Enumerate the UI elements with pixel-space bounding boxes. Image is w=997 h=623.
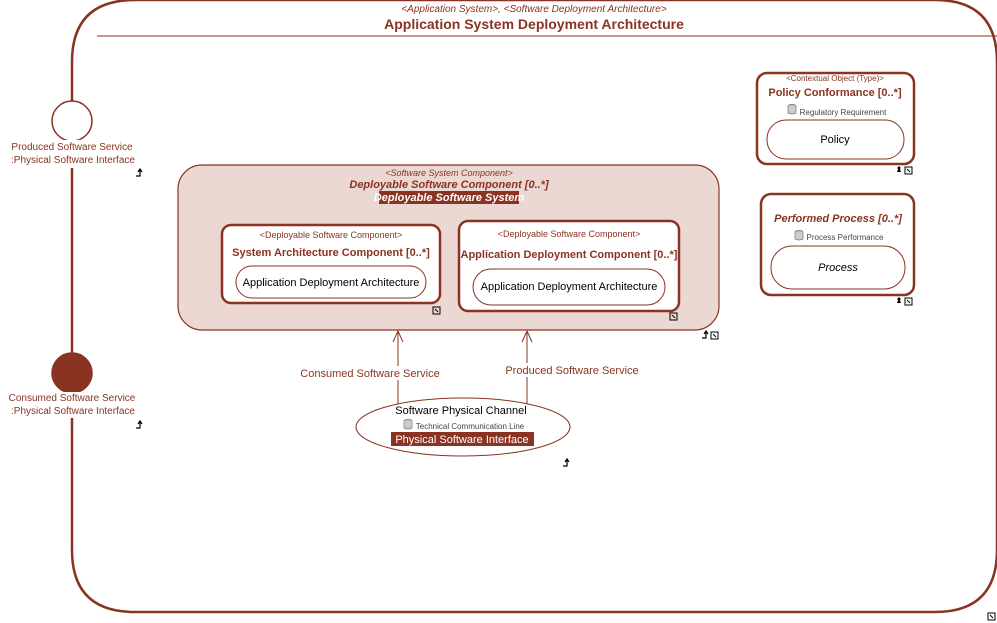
consumed-port-link-icon[interactable] bbox=[136, 419, 143, 429]
channel-link-icon[interactable] bbox=[563, 457, 570, 467]
component-2-expand-icon[interactable] bbox=[669, 312, 678, 321]
policy-inner-label: Policy bbox=[820, 134, 850, 146]
produced-port-label-2: :Physical Software Interface bbox=[11, 155, 135, 166]
channel-type: Physical Software Interface bbox=[395, 434, 528, 446]
policy-subtype: Regulatory Requirement bbox=[800, 108, 887, 117]
produced-port-label-1: Produced Software Service bbox=[11, 142, 133, 153]
channel-type-label-bg bbox=[391, 432, 534, 446]
system-type-label-bg bbox=[379, 191, 519, 204]
component-1-name: System Architecture Component [0..*] bbox=[232, 247, 430, 259]
produced-connector-label-bg bbox=[502, 363, 642, 377]
system-component-type: Deployable Software System bbox=[374, 192, 525, 204]
component-2-name: Application Deployment Component [0..*] bbox=[461, 249, 678, 261]
consumed-port-label-2: :Physical Software Interface bbox=[11, 406, 135, 417]
consumed-port-label-1: Consumed Software Service bbox=[9, 393, 136, 404]
system-component-name: Deployable Software Component [0..*] bbox=[349, 179, 549, 191]
database-icon bbox=[403, 419, 413, 430]
database-icon bbox=[794, 230, 804, 241]
consumed-connector-label-bg bbox=[298, 366, 443, 380]
policy-icons[interactable] bbox=[897, 166, 913, 175]
produced-port[interactable] bbox=[51, 100, 93, 142]
component-2-stereotype: <Deployable Software Component> bbox=[498, 229, 641, 239]
system-component-icons[interactable] bbox=[702, 329, 719, 340]
frame-stereotype: <Application System>, <Software Deployme… bbox=[401, 4, 666, 15]
channel-name: Software Physical Channel bbox=[395, 405, 526, 417]
produced-port-link-icon[interactable] bbox=[136, 167, 143, 177]
process-subtype: Process Performance bbox=[807, 233, 884, 242]
consumed-port-label-bg bbox=[1, 392, 144, 418]
component-1-inner[interactable] bbox=[235, 265, 427, 299]
component-1-expand-icon[interactable] bbox=[432, 306, 441, 315]
frame-expand-icon[interactable] bbox=[987, 612, 996, 621]
database-icon bbox=[787, 104, 797, 115]
process-inner-label: Process bbox=[818, 262, 858, 274]
produced-port-label-bg bbox=[2, 140, 143, 168]
consumed-port[interactable] bbox=[51, 352, 93, 394]
policy-stereotype: <Contextual Object (Type)> bbox=[786, 74, 884, 83]
channel-subtype: Technical Communication Line bbox=[416, 422, 525, 431]
system-frame[interactable] bbox=[70, 0, 997, 614]
component-2-inner[interactable] bbox=[472, 268, 666, 306]
system-component-stereotype: <Software System Component> bbox=[385, 168, 513, 178]
component-2-inner-label: Application Deployment Architecture bbox=[481, 281, 658, 293]
component-1-stereotype: <Deployable Software Component> bbox=[260, 230, 403, 240]
policy-name: Policy Conformance [0..*] bbox=[768, 87, 902, 99]
process-name: Performed Process [0..*] bbox=[774, 213, 902, 225]
frame-title: Application System Deployment Architectu… bbox=[384, 16, 684, 32]
component-1-inner-label: Application Deployment Architecture bbox=[243, 277, 420, 289]
process-icons[interactable] bbox=[897, 297, 913, 306]
process-inner[interactable] bbox=[770, 245, 906, 290]
consumed-connector-label: Consumed Software Service bbox=[300, 368, 439, 380]
policy-inner[interactable] bbox=[766, 119, 905, 160]
produced-connector-label: Produced Software Service bbox=[505, 365, 638, 377]
